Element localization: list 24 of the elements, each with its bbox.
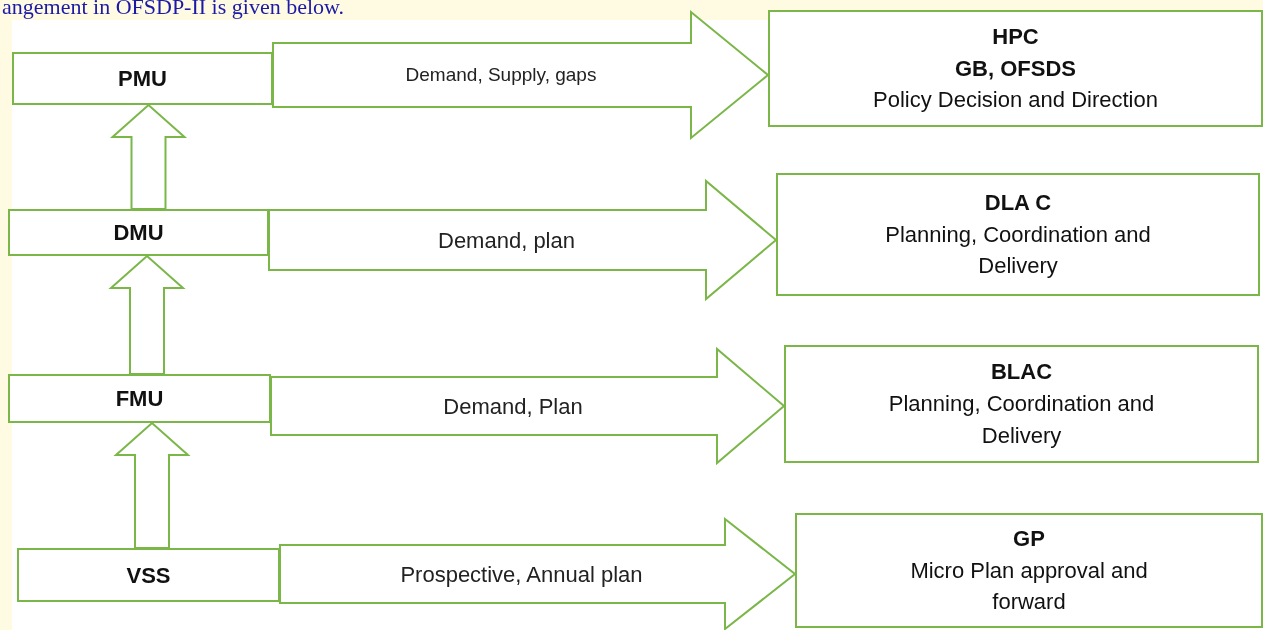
unit-label: DMU — [113, 219, 164, 247]
unit-box — [12, 52, 273, 105]
unit-box — [17, 548, 280, 602]
authority-box — [784, 345, 1259, 463]
unit-label: PMU — [118, 65, 167, 93]
authority-name: DLA C — [984, 188, 1052, 217]
block-arrow — [109, 103, 188, 210]
authority-box — [776, 173, 1260, 296]
authority-name: GP — [1013, 524, 1045, 553]
unit-box — [8, 209, 269, 256]
block-arrow — [108, 254, 186, 375]
authority-box — [768, 10, 1263, 127]
authority-box — [795, 513, 1263, 628]
authority-name: GB, OFSDS — [955, 54, 1076, 83]
block-arrow — [113, 421, 191, 549]
role-text: Micro Plan approval and forward — [909, 556, 1149, 617]
role-text: Planning, Coordination and Delivery — [884, 220, 1152, 281]
unit-label: VSS — [126, 561, 171, 590]
authority-name: HPC — [992, 22, 1039, 51]
authority-name: BLAC — [990, 358, 1053, 387]
role-text: Policy Decision and Direction — [873, 86, 1158, 115]
unit-label: FMU — [115, 385, 164, 413]
role-text: Planning, Coordination and Delivery — [887, 390, 1156, 450]
unit-box — [8, 374, 271, 423]
